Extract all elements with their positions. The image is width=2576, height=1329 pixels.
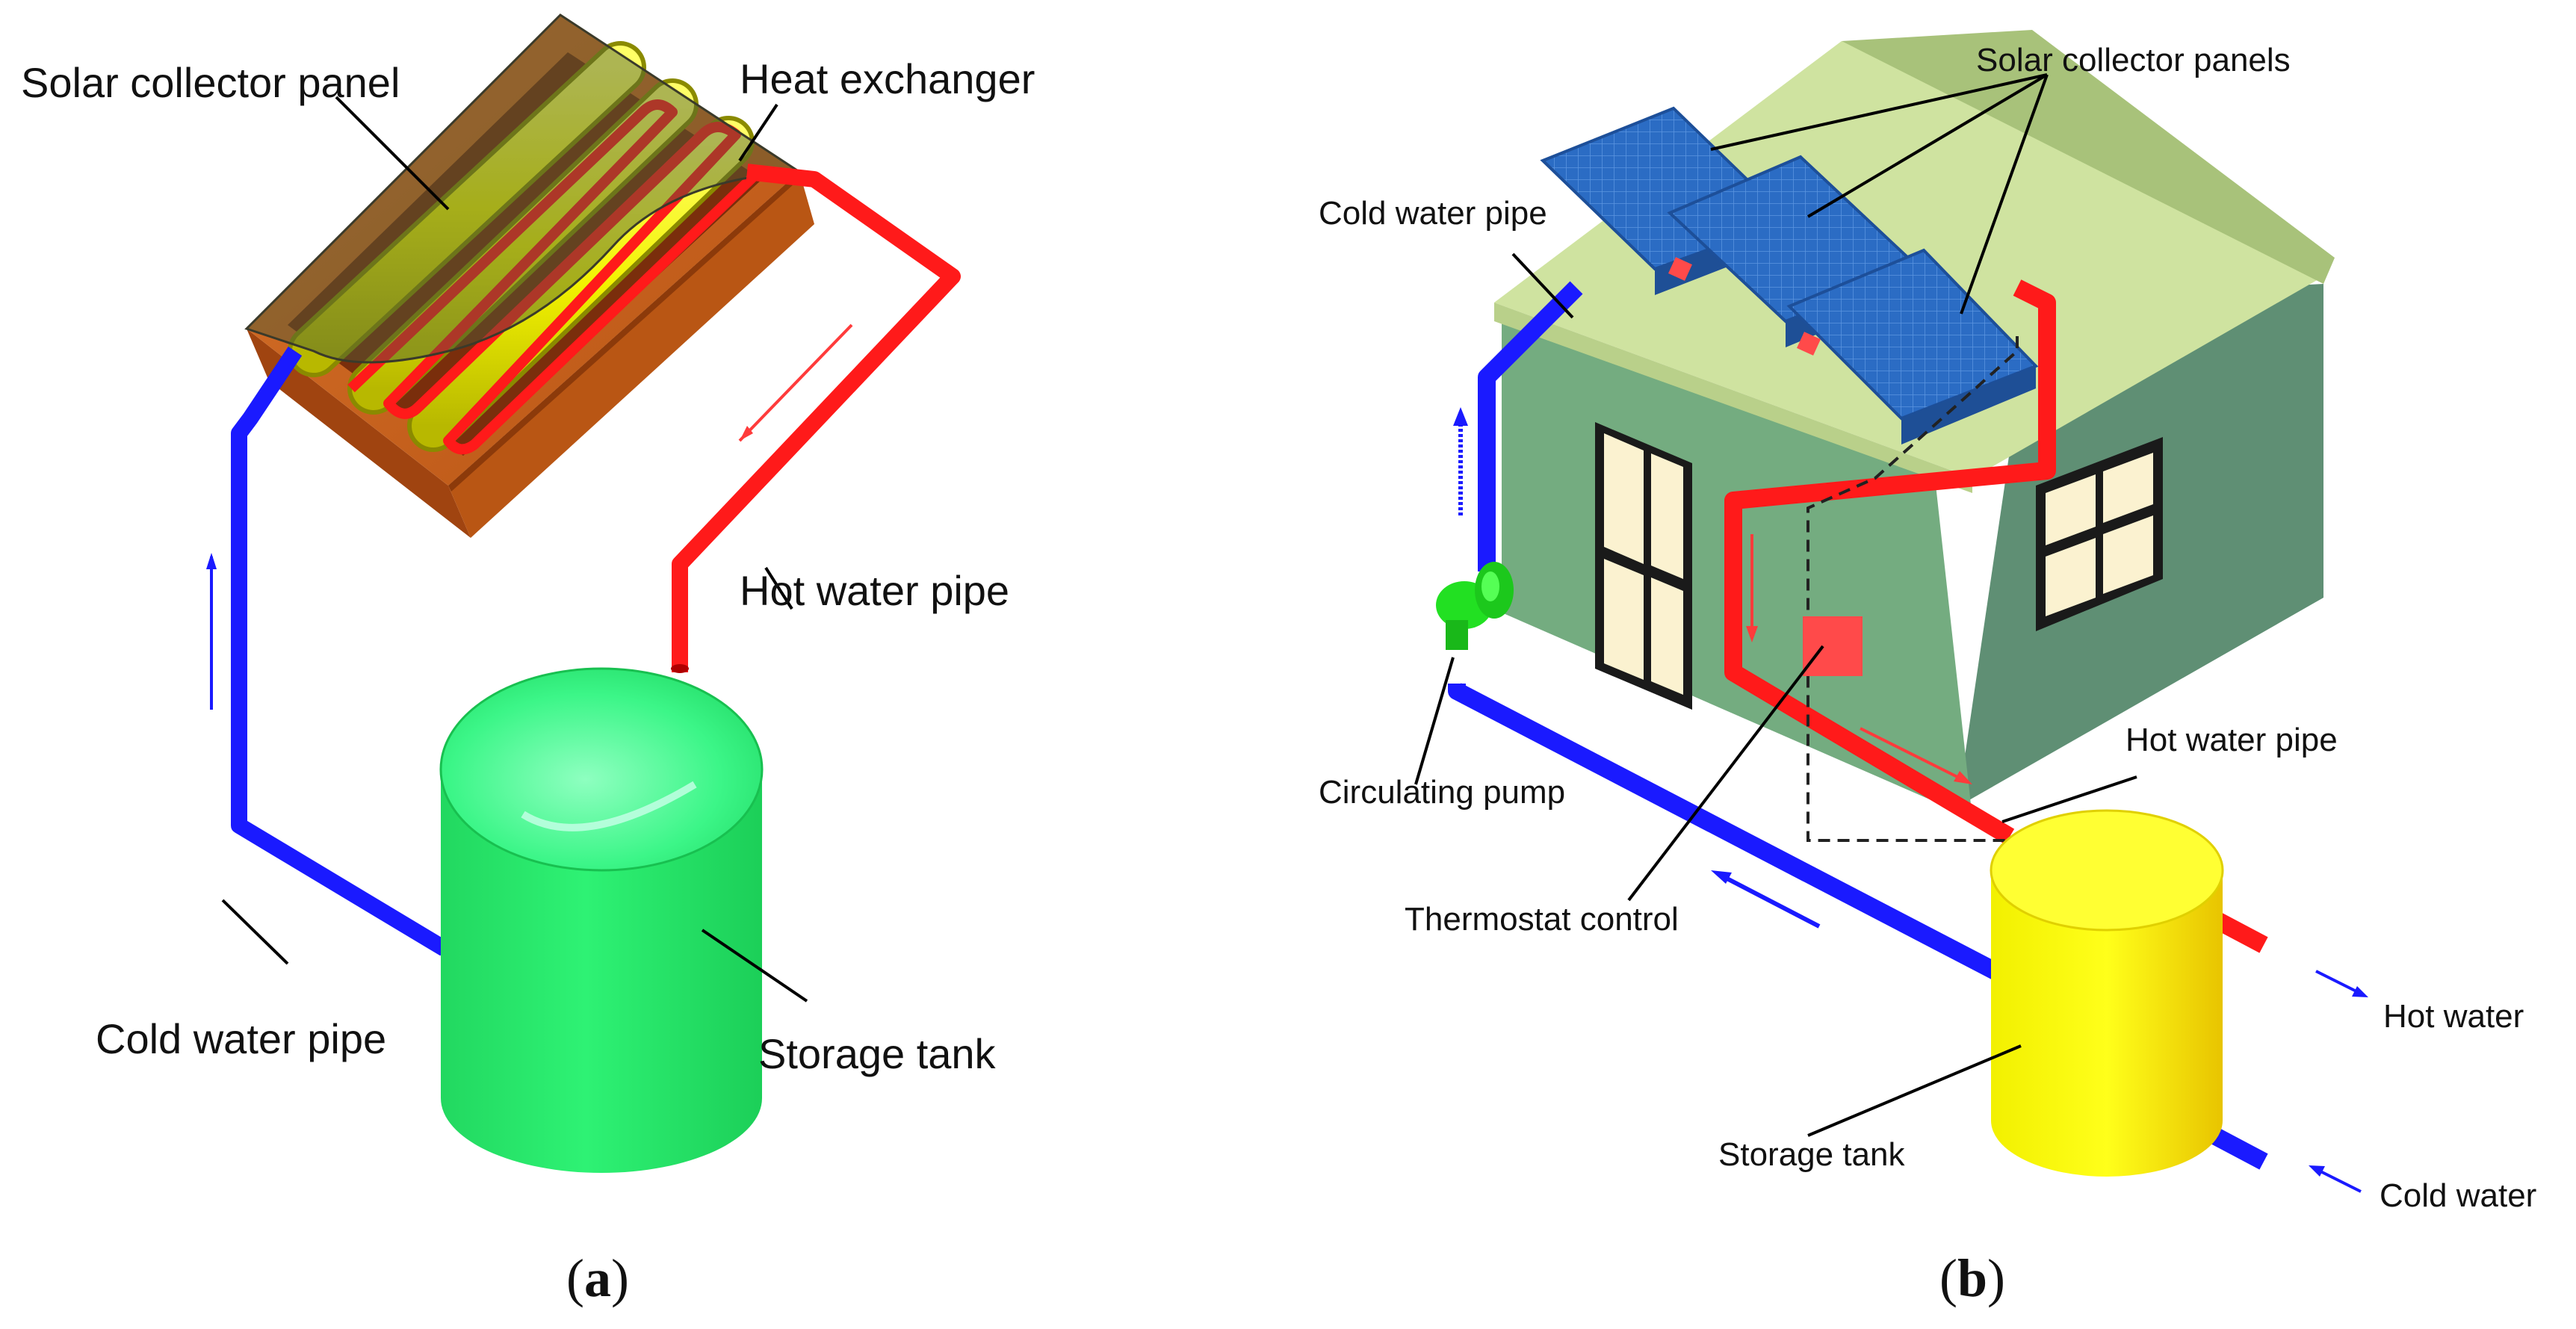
label-cold-water-pipe-a: Cold water pipe <box>96 1015 386 1062</box>
label-hot-water-pipe-a: Hot water pipe <box>740 567 1009 614</box>
caption-b: (b) <box>1939 1248 2005 1308</box>
flow-arrow-hot-down-b <box>1746 534 1758 642</box>
flow-arrow-hot-water-out <box>2315 970 2368 997</box>
circulating-pump <box>1436 562 1514 650</box>
label-cold-water: Cold water <box>2380 1177 2536 1214</box>
hot-water-pipe-b <box>1724 279 2056 845</box>
flow-arrow-cold-water-in <box>2309 1165 2362 1193</box>
house-window-left <box>1595 422 1692 710</box>
storage-tank-b <box>1990 809 2224 1177</box>
flow-arrow-cold-left-b <box>1711 870 1821 929</box>
label-hot-water: Hot water <box>2383 998 2524 1035</box>
label-cold-water-pipe-b: Cold water pipe <box>1319 195 1547 232</box>
label-circulating-pump: Circulating pump <box>1319 774 1565 811</box>
storage-tank-a <box>439 664 764 1173</box>
panel-a: Solar collector panel Heat exchanger Hot… <box>21 13 1035 1308</box>
label-storage-tank-a: Storage tank <box>758 1030 997 1077</box>
cold-water-pipe-a <box>231 346 449 956</box>
hot-water-pipe-a <box>672 164 961 672</box>
leader-lines-a <box>221 96 808 1003</box>
solar-collector-panel <box>244 13 814 538</box>
label-hot-water-pipe-b: Hot water pipe <box>2125 722 2338 758</box>
leader-lines-b <box>1414 73 2137 1137</box>
cold-water-pipe-b <box>1448 281 2007 983</box>
flow-arrow-hot-right-b <box>1860 727 1972 784</box>
flow-arrow-cold-a <box>206 553 217 710</box>
flow-arrow-hot-a <box>738 323 853 442</box>
heat-exchanger <box>347 99 758 455</box>
label-heat-exchanger: Heat exchanger <box>740 55 1035 102</box>
label-storage-tank-b: Storage tank <box>1718 1136 1905 1173</box>
glass-cover <box>244 13 803 364</box>
label-solar-collector-panels: Solar collector panels <box>1976 42 2291 78</box>
caption-a: (a) <box>566 1248 629 1308</box>
label-solar-collector-panel: Solar collector panel <box>21 59 400 106</box>
thermostat-control <box>1803 616 1863 676</box>
panel-b: Solar collector panels Cold water pipe C… <box>1319 30 2536 1308</box>
solar-collector-panels <box>1540 106 2039 444</box>
thermostat-wire <box>1806 336 2019 842</box>
flow-arrow-cold-up-b <box>1453 407 1468 515</box>
house-window-right <box>2036 437 2163 631</box>
label-thermostat-control: Thermostat control <box>1405 901 1679 938</box>
